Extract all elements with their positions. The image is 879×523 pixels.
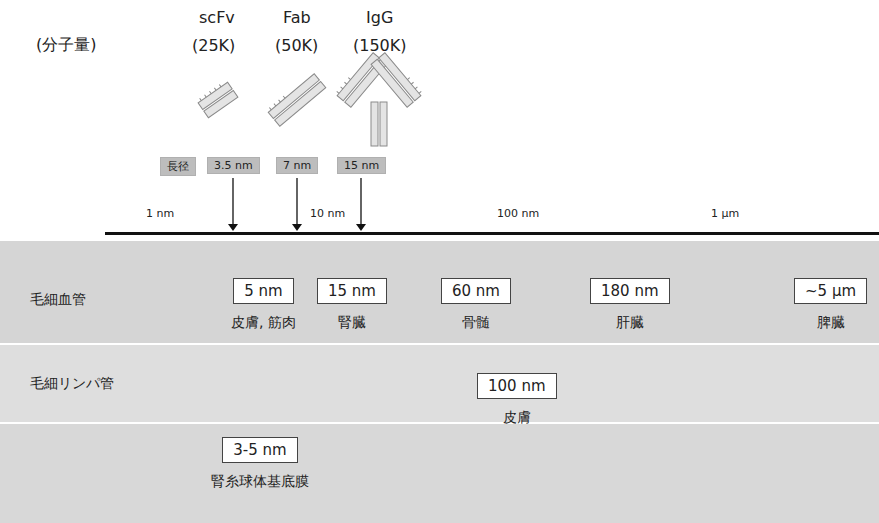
organ-name: 腎糸球体基底膜 (211, 473, 309, 491)
pore-size-box: 100 nm 皮膚 (477, 373, 557, 427)
axis-label: 1 μm (711, 207, 739, 220)
fab-illustration (266, 72, 325, 127)
organ-name: 肝臓 (590, 314, 670, 332)
igg-illustration (335, 51, 423, 146)
pore-size-box: 15 nm 腎臓 (317, 278, 387, 332)
pore-size: 100 nm (477, 373, 557, 399)
antibody-label: IgG (366, 8, 393, 27)
pore-size: 3-5 nm (222, 437, 297, 463)
axis-label: 100 nm (497, 207, 539, 220)
pore-size: 5 nm (233, 278, 293, 304)
antibody-label: (分子量) (36, 35, 96, 56)
organ-name: 皮膚 (477, 409, 557, 427)
pore-size-box: ~5 μm 脾臓 (794, 278, 867, 332)
pore-size: 180 nm (590, 278, 670, 304)
vessel-band: 毛細リンパ管100 nm皮膚 (0, 345, 879, 422)
size-tag: 3.5 nm (207, 157, 260, 174)
pore-size-box: 60 nm 骨髄 (441, 278, 511, 332)
pore-size-box: 3-5 nm 腎糸球体基底膜 (211, 437, 309, 491)
antibody-label: Fab (283, 8, 311, 27)
axis-label: 10 nm (310, 207, 345, 220)
organ-name: 脾臓 (794, 314, 867, 332)
size-text: 15 nm (344, 159, 379, 172)
size-text: 長径 (167, 160, 189, 173)
antibody-label: (150K) (353, 36, 407, 55)
size-arrows (228, 178, 366, 231)
organ-name: 腎臓 (317, 314, 387, 332)
vessel-label: 毛細血管 (30, 291, 86, 309)
size-text: 3.5 nm (214, 159, 253, 172)
vessel-band: 毛細血管 5 nm 皮膚, 筋肉 15 nm 腎臓 60 nm 骨髄 180 nm 肝臓 ~5 μ… (0, 241, 879, 343)
scfv-illustration (196, 80, 238, 118)
pore-size-box: 5 nm 皮膚, 筋肉 (231, 278, 296, 332)
pore-size: 15 nm (317, 278, 387, 304)
vessel-label: 毛細リンパ管 (30, 375, 114, 393)
size-tag: 7 nm (276, 157, 318, 174)
organ-name: 皮膚, 筋肉 (231, 314, 296, 332)
capillary-band-background (0, 424, 879, 523)
size-axis (105, 232, 879, 235)
pore-size: ~5 μm (794, 278, 867, 304)
size-tag: 15 nm (337, 157, 386, 174)
antibody-label: (25K) (192, 36, 235, 55)
size-tag: 長径 (160, 157, 196, 176)
organ-name: 骨髄 (441, 314, 511, 332)
antibody-label: scFv (199, 8, 235, 27)
axis-label: 1 nm (146, 207, 174, 220)
pore-size-box: 180 nm 肝臓 (590, 278, 670, 332)
pore-size: 60 nm (441, 278, 511, 304)
size-text: 7 nm (283, 159, 311, 172)
antibody-label: (50K) (275, 36, 318, 55)
